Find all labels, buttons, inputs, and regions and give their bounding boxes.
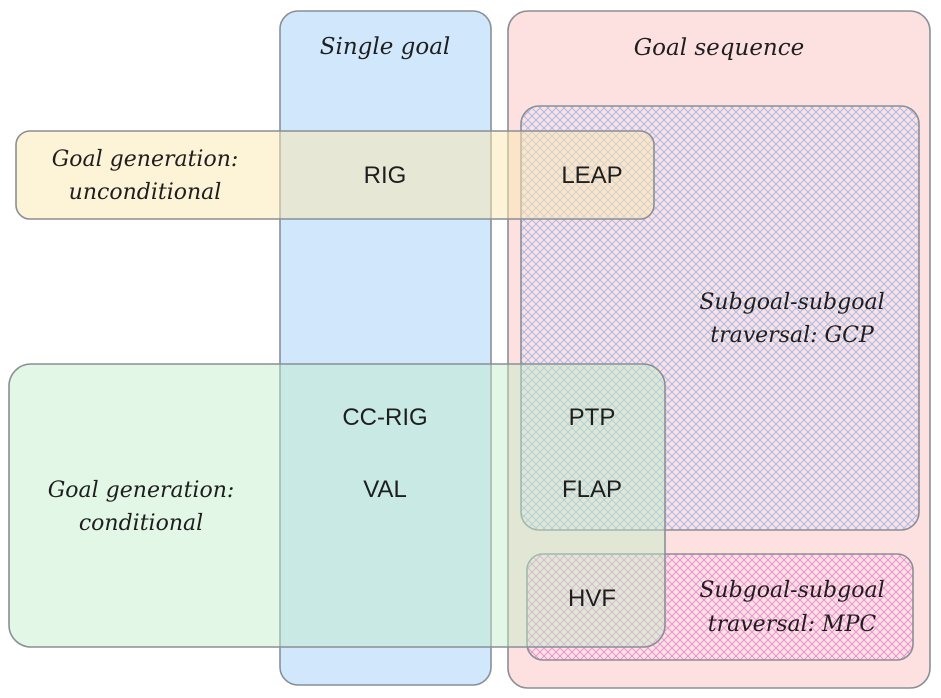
mpc-label-line1: Subgoal-subgoal [699,578,884,603]
mpc-label-line2: traversal: MPC [708,612,877,637]
gcp-label-line1: Subgoal-subgoal [699,290,884,315]
conditional-label-line1: Goal generation: [48,478,235,503]
single-goal-title: Single goal [320,34,451,60]
method-leap: LEAP [561,162,622,189]
unconditional-label-line2: unconditional [69,180,222,205]
gcp-label-line2: traversal: GCP [710,323,875,348]
method-hvf: HVF [568,585,616,612]
unconditional-region [15,130,655,220]
method-rig: RIG [364,162,407,189]
unconditional-label-line1: Goal generation: [52,147,239,172]
method-ptp: PTP [569,404,616,431]
goal-sequence-title: Goal sequence [634,35,804,61]
method-cc-rig: CC-RIG [342,404,427,431]
mpc-subregion [526,553,914,661]
conditional-region [8,363,666,648]
conditional-label-line2: conditional [79,511,203,536]
method-flap: FLAP [562,476,622,503]
method-val: VAL [363,476,407,503]
